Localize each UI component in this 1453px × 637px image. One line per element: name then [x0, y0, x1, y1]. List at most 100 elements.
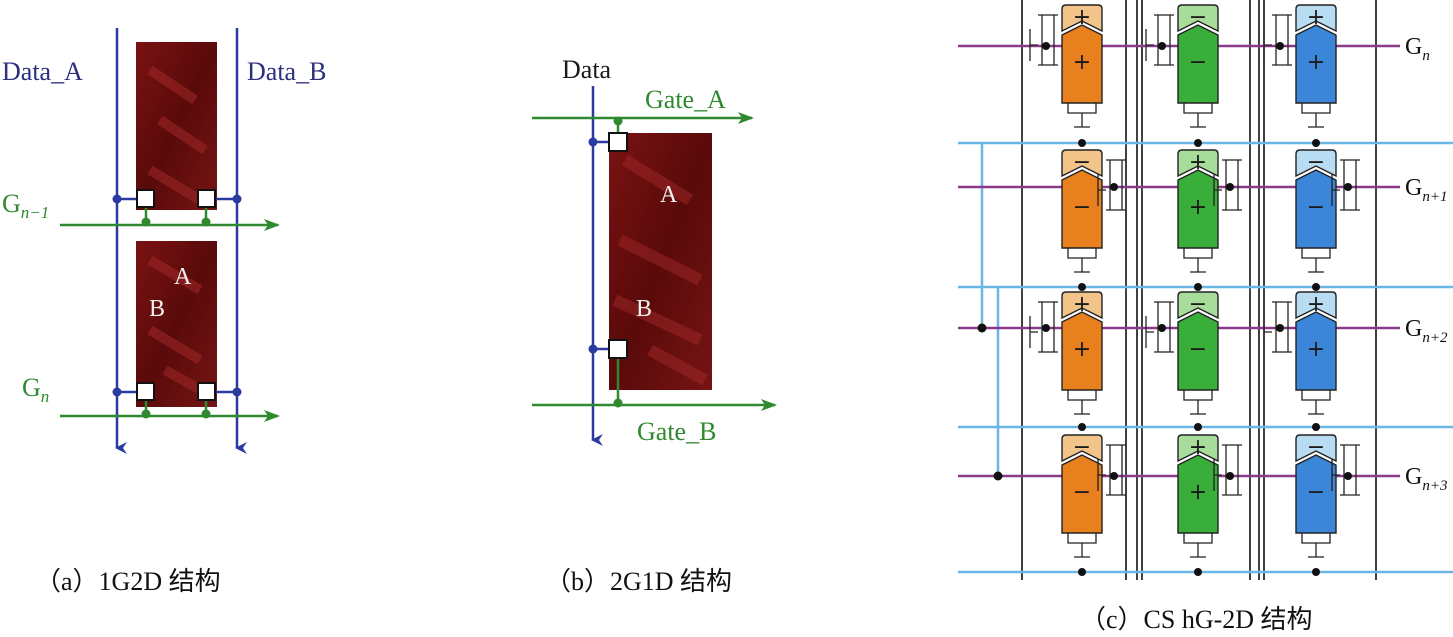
subpixel-dark	[1061, 169, 1103, 249]
data-b-label: Data_B	[247, 57, 326, 86]
cs-junction-1	[977, 323, 987, 333]
polarity-sign-bottom: +	[1189, 480, 1207, 505]
gate-n-label: Gn	[22, 373, 49, 406]
subpixel-light	[1295, 4, 1337, 33]
polarity-sign-bottom: +	[1307, 50, 1325, 75]
gate-label-subscript: n+2	[1422, 330, 1448, 346]
data-a-label: Data_A	[2, 57, 83, 86]
gate-junction	[1276, 42, 1284, 50]
cs-junction	[1312, 423, 1320, 431]
gate-label-base: G	[1405, 34, 1422, 60]
polarity-sign-top: +	[1073, 5, 1091, 30]
cs-junction	[1078, 568, 1086, 576]
polarity-sign-bottom: +	[1073, 337, 1091, 362]
tft-switch	[1213, 444, 1242, 496]
gate-junction	[1110, 472, 1118, 480]
subpixel-dark	[1177, 454, 1219, 534]
caption-c: （c）CS hG-2D 结构	[1080, 605, 1313, 634]
tft-top	[112, 189, 242, 227]
subpixel-light	[1177, 149, 1219, 178]
gate-junction	[1344, 183, 1352, 191]
polarity-sign-top: +	[1189, 435, 1207, 460]
polarity-sign-top: −	[1189, 5, 1207, 30]
polarity-sign-top: −	[1189, 292, 1207, 317]
subpixel-b-label-b: B	[636, 296, 652, 322]
panel-c: ++−−++−−++−−++−−++−−++−− GnGn+1Gn+2Gn+3 …	[958, 0, 1453, 634]
gate-label-c-0: Gn	[1405, 34, 1430, 64]
gate-junction	[1110, 183, 1118, 191]
polarity-sign-top: +	[1189, 150, 1207, 175]
tft-switch	[1213, 159, 1242, 211]
polarity-sign-top: +	[1073, 292, 1091, 317]
gate-junction	[1158, 42, 1166, 50]
subpixel-dark	[1295, 24, 1337, 104]
polarity-sign-bottom: +	[1073, 50, 1091, 75]
tft-switch	[1097, 159, 1126, 211]
gate-a-label: Gate_A	[645, 85, 726, 114]
panel-a: Data_A Data_B Gn−1 Gn A B （a）1G2D 结构	[2, 28, 326, 596]
subpixel-light	[1061, 434, 1103, 463]
polarity-sign-bottom: −	[1189, 50, 1207, 75]
storage-cap	[1301, 533, 1331, 558]
storage-cap	[1067, 390, 1097, 415]
pixel-image-bottom	[136, 241, 217, 407]
subpixel-dark	[1295, 169, 1337, 249]
subpixel-dark	[1295, 311, 1337, 391]
cs-junction	[1078, 283, 1086, 291]
gate-n-1-label: Gn−1	[2, 189, 49, 222]
subpixel-cell-r1-c2: −−	[1295, 149, 1360, 291]
tft-switch	[1145, 301, 1174, 353]
gate-label-c-3: Gn+3	[1405, 464, 1447, 494]
polarity-sign-bottom: −	[1073, 480, 1091, 505]
cs-junction	[1078, 139, 1086, 147]
gate-label-c-2: Gn+2	[1405, 316, 1448, 346]
subpixel-a-label-b: A	[660, 182, 678, 208]
gate-label-base: G	[1405, 464, 1422, 490]
storage-cap	[1067, 533, 1097, 558]
gate-label-c-1: Gn+1	[1405, 175, 1447, 205]
polarity-sign-top: −	[1073, 435, 1091, 460]
data-label-b: Data	[562, 55, 612, 84]
tft-bottom	[112, 382, 242, 419]
polarity-sign-top: −	[1307, 150, 1325, 175]
storage-cap	[1067, 103, 1097, 128]
caption-a: （a）1G2D 结构	[35, 567, 221, 596]
subpixel-dark	[1061, 311, 1103, 391]
subpixel-dark	[1177, 311, 1219, 391]
subpixel-cell-r0-c2: ++	[1263, 4, 1337, 147]
subpixel-cell-r1-c0: −−	[1061, 149, 1126, 291]
polarity-sign-bottom: −	[1307, 195, 1325, 220]
gate-junction	[1042, 42, 1050, 50]
gate-junction	[1226, 472, 1234, 480]
storage-cap	[1183, 533, 1213, 558]
storage-cap	[1183, 248, 1213, 273]
gate-junction	[1344, 472, 1352, 480]
storage-cap	[1067, 248, 1097, 273]
tft-switch	[1145, 14, 1174, 66]
cs-junction	[1312, 139, 1320, 147]
subpixel-light	[1177, 291, 1219, 320]
gate-label-subscript: n+3	[1422, 478, 1447, 494]
caption-b: （b）2G1D 结构	[545, 567, 732, 596]
gate-label-base: G	[1405, 175, 1422, 201]
storage-cap	[1183, 390, 1213, 415]
cs-junction	[1194, 568, 1202, 576]
gate-junction	[1276, 324, 1284, 332]
tft-switch	[1029, 14, 1058, 66]
tft-switch	[1331, 159, 1360, 211]
subpixel-light	[1295, 149, 1337, 178]
subpixel-cell-r3-c2: −−	[1295, 434, 1360, 576]
subpixel-cell-r2-c1: −−	[1145, 291, 1219, 431]
gate-junction	[1042, 324, 1050, 332]
subpixel-light	[1177, 4, 1219, 33]
subpixel-cell-r2-c0: ++	[1029, 291, 1103, 431]
storage-cap	[1183, 103, 1213, 128]
cs-junction	[1078, 423, 1086, 431]
tft-b-top	[588, 116, 628, 152]
storage-cap	[1301, 103, 1331, 128]
cs-junction	[1194, 423, 1202, 431]
subpixel-dark	[1177, 169, 1219, 249]
polarity-sign-top: +	[1307, 5, 1325, 30]
pixel-image-top	[136, 42, 217, 210]
